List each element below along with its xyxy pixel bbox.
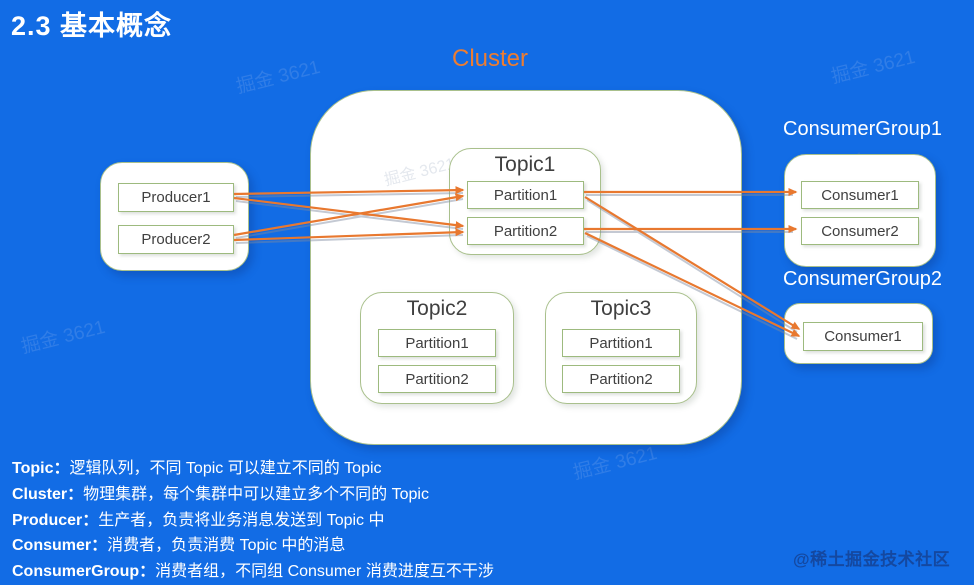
consumergroup1-panel [784, 154, 936, 267]
topic2-title: Topic2 [406, 297, 468, 320]
topic1-partition2-box: Partition2 [467, 217, 584, 245]
producer1-box: Producer1 [118, 183, 234, 212]
definition-cluster: Cluster：物理集群，每个集群中可以建立多个不同的 Topic [12, 482, 494, 508]
topic3-title: Topic3 [590, 297, 652, 320]
tile-watermark: 掘金 3621 [234, 56, 323, 98]
topic2-partition1-box: Partition1 [378, 329, 496, 357]
tile-watermark: 掘金 3621 [829, 46, 918, 88]
topic1-title: Topic1 [494, 153, 556, 176]
tile-watermark: 掘金 3621 [19, 316, 108, 358]
topic1-partition1-box: Partition1 [467, 181, 584, 209]
definition-desc: 消费者组，不同组 Consumer 消费进度互不干涉 [155, 563, 494, 581]
cg1-consumer1-box: Consumer1 [801, 181, 919, 209]
producer2-box: Producer2 [118, 225, 234, 254]
definition-term: ConsumerGroup： [12, 563, 156, 581]
definition-term: Cluster： [12, 485, 84, 503]
community-watermark: @稀土掘金技术社区 [793, 550, 951, 569]
definition-desc: 生产者，负责将业务消息发送到 Topic 中 [98, 511, 385, 529]
cg2-consumer1-box: Consumer1 [803, 322, 923, 351]
definitions-list: Topic：逻辑队列，不同 Topic 可以建立不同的 Topic Cluste… [12, 456, 494, 585]
topic3-partition2-box: Partition2 [562, 365, 680, 393]
consumergroup2-label: ConsumerGroup2 [783, 268, 942, 290]
page-title: 2.3 基本概念 [11, 11, 173, 41]
producer-group-panel [100, 162, 249, 271]
definition-term: Consumer： [12, 537, 108, 555]
cluster-label: Cluster [452, 45, 529, 72]
definition-desc: 消费者，负责消费 Topic 中的消息 [107, 537, 346, 555]
definition-consumer: Consumer：消费者，负责消费 Topic 中的消息 [12, 533, 494, 559]
consumergroup1-label: ConsumerGroup1 [783, 118, 942, 140]
topic2-partition2-box: Partition2 [378, 365, 496, 393]
definition-desc: 逻辑队列，不同 Topic 可以建立不同的 Topic [69, 460, 382, 477]
tile-watermark: 掘金 3621 [571, 442, 660, 484]
definition-term: Topic： [12, 460, 70, 477]
definition-desc: 物理集群，每个集群中可以建立多个不同的 Topic [83, 485, 429, 503]
definition-term: Producer： [12, 511, 99, 529]
definition-consumergroup: ConsumerGroup：消费者组，不同组 Consumer 消费进度互不干涉 [12, 559, 494, 585]
topic3-partition1-box: Partition1 [562, 329, 680, 357]
definition-producer: Producer：生产者，负责将业务消息发送到 Topic 中 [12, 508, 494, 534]
definition-topic: Topic：逻辑队列，不同 Topic 可以建立不同的 Topic [12, 456, 494, 482]
cg1-consumer2-box: Consumer2 [801, 217, 919, 245]
